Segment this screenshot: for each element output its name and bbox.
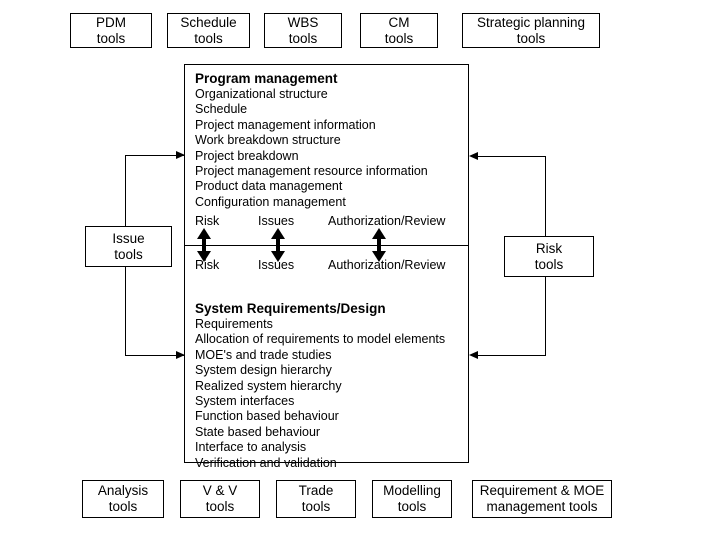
tool-box-label-line1: Issue xyxy=(112,230,145,246)
list-item: System interfaces xyxy=(195,394,295,409)
list-item: Project breakdown xyxy=(195,148,299,163)
issue-tools-lower-arrow-icon xyxy=(176,350,185,359)
flow-label-lower-authorization-review: Authorization/Review xyxy=(328,258,446,272)
tool-box-pdm[interactable]: PDM tools xyxy=(70,13,152,48)
list-item: Function based behaviour xyxy=(195,409,339,424)
tool-box-label-line2: tools xyxy=(194,30,223,46)
tool-box-label-line2: tools xyxy=(96,30,126,46)
tool-box-label-line2: tools xyxy=(288,30,318,46)
flow-arrow-issues-bidirectional xyxy=(271,228,285,258)
tool-box-label-line1: Schedule xyxy=(180,14,237,30)
tool-box-risk[interactable]: Risk tools xyxy=(504,236,594,277)
tool-box-label-line1: Risk xyxy=(535,240,563,256)
section-divider xyxy=(184,245,469,246)
risk-tools-lower-line xyxy=(478,355,546,356)
tool-box-label-line2: tools xyxy=(534,256,564,272)
flow-arrow-risk-bidirectional xyxy=(197,228,211,258)
tool-box-label-line2: tools xyxy=(397,499,427,514)
list-item: Configuration management xyxy=(195,194,346,209)
program-management-list: Organizational structure Schedule Projec… xyxy=(195,87,428,210)
list-item: Organizational structure xyxy=(195,87,328,101)
tool-box-schedule[interactable]: Schedule tools xyxy=(167,13,250,48)
issue-tools-upper-line xyxy=(125,155,185,156)
tool-box-issue[interactable]: Issue tools xyxy=(85,226,172,267)
list-item: Requirements xyxy=(195,317,273,331)
risk-tools-upper-line xyxy=(478,156,546,157)
list-item: Project management resource information xyxy=(195,164,428,179)
tool-box-label-line1: Strategic planning xyxy=(476,14,586,30)
list-item: Allocation of requirements to model elem… xyxy=(195,332,446,347)
risk-tools-lower-arrow-icon xyxy=(469,350,478,359)
tool-box-label-line2: tools xyxy=(108,499,138,514)
system-requirements-design-list: Requirements Allocation of requirements … xyxy=(195,317,445,471)
tool-box-label-line2: tools xyxy=(114,246,143,262)
tool-box-label-line1: CM xyxy=(388,14,410,30)
flow-label-upper-authorization-review: Authorization/Review xyxy=(328,214,446,228)
tool-box-label-line2: tools xyxy=(384,30,414,46)
flow-label-upper-risk: Risk xyxy=(195,214,220,228)
tool-box-v-and-v[interactable]: V & V tools xyxy=(180,480,260,518)
system-requirements-design-title: System Requirements/Design xyxy=(195,301,386,316)
flow-label-upper-issues: Issues xyxy=(258,214,295,228)
tool-box-label-line1: WBS xyxy=(287,14,319,30)
tool-box-label-line2: tools xyxy=(301,499,331,514)
tool-box-label-line1: Analysis xyxy=(97,483,149,498)
list-item: Work breakdown structure xyxy=(195,133,341,148)
program-management-section: Program management Organizational struct… xyxy=(195,71,428,210)
issue-tools-lower-line xyxy=(125,355,185,356)
list-item: Schedule xyxy=(195,102,248,117)
tool-box-label-line2: management tools xyxy=(486,499,598,514)
flow-arrow-issues-down-icon xyxy=(271,246,285,262)
flow-label-lower-risk: Risk xyxy=(195,258,220,272)
tool-box-label-line1: Requirement & MOE xyxy=(479,483,605,498)
tool-box-label-line1: Trade xyxy=(298,483,334,498)
tool-box-label-line2: tools xyxy=(205,499,235,514)
list-item: State based behaviour xyxy=(195,424,321,439)
tool-box-label-line1: Modelling xyxy=(383,483,441,498)
flow-arrow-risk-down-icon xyxy=(197,246,211,262)
issue-tools-upper-arrow-icon xyxy=(176,150,185,159)
flow-arrow-authorization-review-down-icon xyxy=(372,246,386,262)
tool-box-cm[interactable]: CM tools xyxy=(360,13,438,48)
tool-box-requirement-moe-management[interactable]: Requirement & MOE management tools xyxy=(472,480,612,518)
tool-box-modelling[interactable]: Modelling tools xyxy=(372,480,452,518)
system-requirements-design-section: System Requirements/Design Requirements … xyxy=(195,301,445,471)
flow-label-lower-issues: Issues xyxy=(258,258,295,272)
risk-tools-upper-arrow-icon xyxy=(469,151,478,160)
list-item: Interface to analysis xyxy=(195,440,307,455)
list-item: System design hierarchy xyxy=(195,363,332,378)
tool-box-label-line2: tools xyxy=(516,30,546,46)
tool-box-label-line1: PDM xyxy=(96,14,126,30)
list-item: Project management information xyxy=(195,117,376,132)
tool-box-analysis[interactable]: Analysis tools xyxy=(82,480,164,518)
list-item: MOE's and trade studies xyxy=(195,347,332,362)
tool-box-trade[interactable]: Trade tools xyxy=(276,480,356,518)
program-management-title: Program management xyxy=(195,71,338,86)
list-item: Realized system hierarchy xyxy=(195,378,342,393)
list-item: Product data management xyxy=(195,179,343,194)
tool-box-label-line1: V & V xyxy=(202,483,238,498)
tool-box-wbs[interactable]: WBS tools xyxy=(264,13,342,48)
list-item: Verification and validation xyxy=(195,455,337,470)
main-integration-box: Program management Organizational struct… xyxy=(184,64,469,470)
flow-arrow-authorization-review-bidirectional xyxy=(372,228,386,258)
tool-box-strategic-planning[interactable]: Strategic planning tools xyxy=(462,13,600,48)
